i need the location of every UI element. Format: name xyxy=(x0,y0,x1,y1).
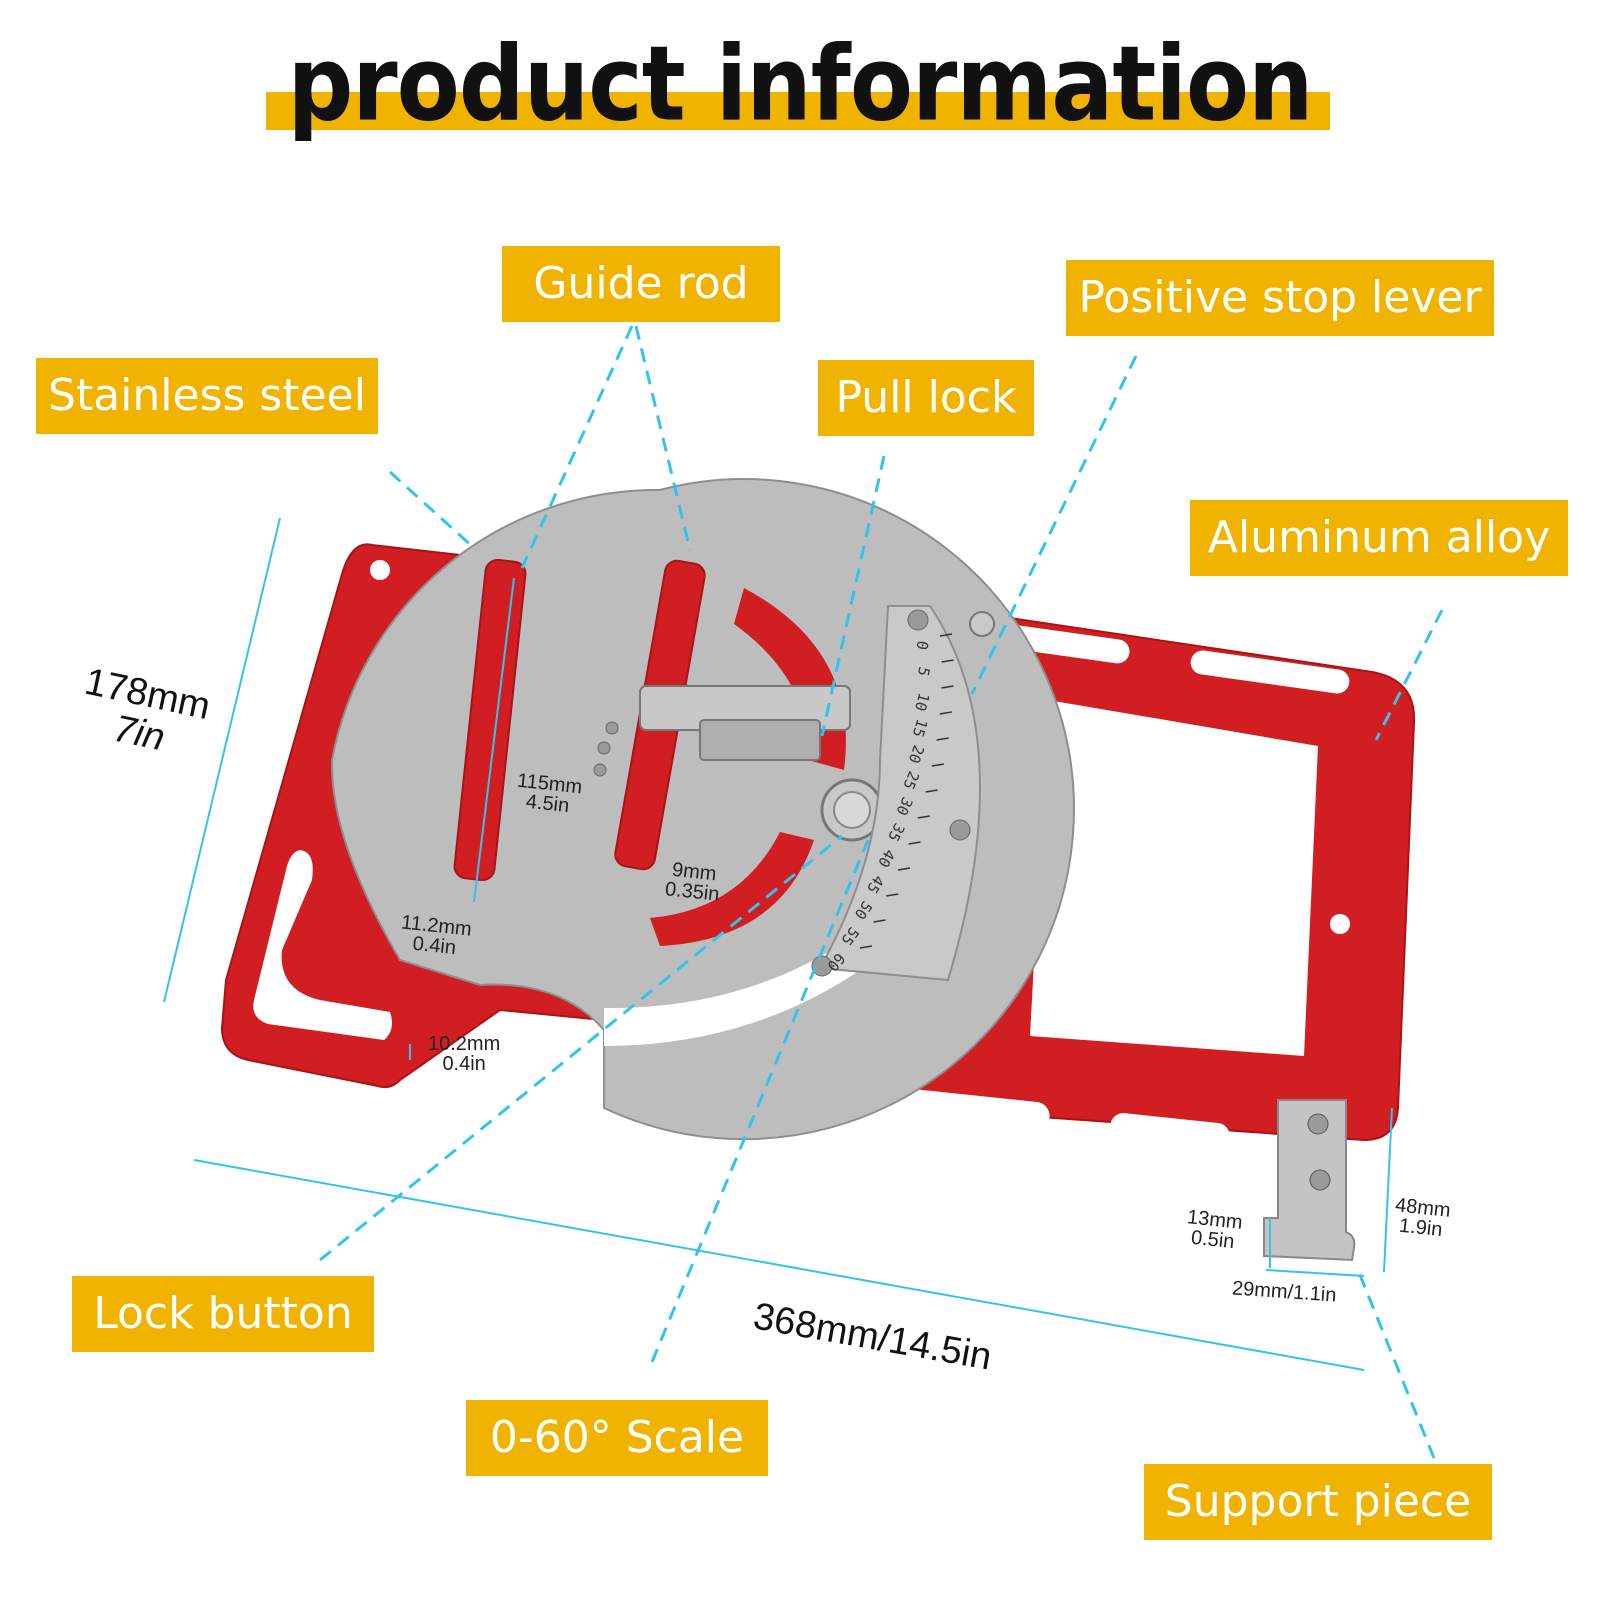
dim-support-tab-in: 0.5in xyxy=(1190,1226,1236,1254)
scale-tick-mark xyxy=(936,737,949,741)
dim-support-tab: 13mm 0.5in xyxy=(1184,1206,1244,1254)
label-positive-stop-lever: Positive stop lever xyxy=(1066,260,1494,336)
leader-lines xyxy=(319,325,1444,1459)
label-guide-rod: Guide rod xyxy=(502,246,780,322)
page-title: product information xyxy=(287,24,1313,145)
label-pull-lock: Pull lock xyxy=(818,360,1034,436)
dim-hook-gap-mm: 10.2mm xyxy=(428,1033,501,1055)
scale-tick-mark xyxy=(886,893,899,897)
scale-tick-mark xyxy=(859,945,873,949)
scale-tick-25: 25 xyxy=(899,768,923,792)
scale-tick-mark xyxy=(941,659,954,663)
dim-hook-gap: 10.2mm 0.4in xyxy=(428,1034,500,1074)
scale-tick-mark xyxy=(925,789,938,793)
scale-tick-5: 5 xyxy=(914,665,934,678)
scale-tick-mark xyxy=(939,633,953,637)
pull-lock-part xyxy=(593,685,851,777)
label-support-piece: Support piece xyxy=(1144,1464,1492,1540)
scale-tick-mark xyxy=(897,867,911,871)
scale-tick-mark xyxy=(941,685,954,689)
scale-tick-mark xyxy=(873,919,886,923)
dimension-lines xyxy=(163,517,1393,1371)
label-scale: 0-60° Scale xyxy=(466,1400,768,1476)
dim-hook-gap-in: 0.4in xyxy=(442,1053,486,1075)
scale-tick-mark xyxy=(939,711,952,715)
scale-tick-mark xyxy=(908,841,921,845)
scale-tick-10: 10 xyxy=(911,691,933,713)
scale-tick-20: 20 xyxy=(905,743,928,766)
title-underline-bar xyxy=(266,92,1330,130)
dim-rod-width-2-in: 0.35in xyxy=(663,878,721,906)
scale-tick-0: 0 xyxy=(912,639,931,651)
dim-rod-width-1: 11.2mm 0.4in xyxy=(398,911,473,959)
support-piece-part xyxy=(1263,1099,1356,1262)
scale-tick-mark xyxy=(931,763,945,767)
scale-tick-30: 30 xyxy=(892,794,916,818)
scale-tick-mark xyxy=(917,815,930,819)
label-stainless-steel: Stainless steel xyxy=(36,358,378,434)
dim-rod-width-2: 9mm 0.35in xyxy=(663,859,722,906)
lock-button-part xyxy=(820,778,884,842)
scale-tick-15: 15 xyxy=(909,717,932,740)
label-lock-button: Lock button xyxy=(72,1276,374,1352)
dim-guide-rod-length: 115mm 4.5in xyxy=(514,770,583,818)
dim-support-height: 48mm 1.9in xyxy=(1392,1194,1452,1242)
label-aluminum-alloy: Aluminum alloy xyxy=(1190,500,1568,576)
dim-support-height-in: 1.9in xyxy=(1398,1214,1444,1242)
